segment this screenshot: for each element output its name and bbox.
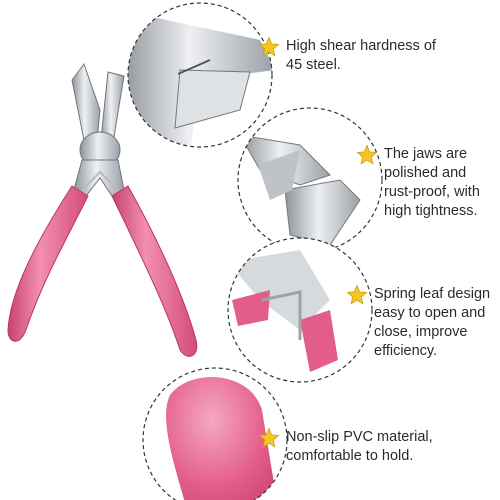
star-icon — [346, 284, 368, 305]
feature-spring-leaf: Spring leaf design easy to open and clos… — [346, 284, 498, 361]
detail-circle-jaws-closeup — [127, 2, 273, 148]
pliers-handle-right — [111, 185, 198, 357]
feature-text: Non-slip PVC material, comfortable to ho… — [286, 429, 433, 464]
feature-shear-hardness: High shear hardness of 45 steel. — [258, 36, 498, 75]
detail-circle-polished-jaws — [237, 107, 383, 253]
star-icon — [356, 144, 378, 165]
pliers-main — [7, 62, 198, 357]
star-icon — [258, 427, 280, 448]
detail-circle-spring-leaf — [227, 237, 373, 383]
pliers-jaw-left — [71, 62, 101, 151]
feature-text: The jaws are polished and rust-proof, wi… — [384, 146, 480, 219]
star-icon — [258, 36, 280, 57]
feature-polished-jaws: The jaws are polished and rust-proof, wi… — [356, 144, 498, 221]
feature-text: Spring leaf design easy to open and clos… — [374, 286, 491, 359]
feature-text: High shear hardness of 45 steel. — [286, 38, 436, 73]
detail-circle-handle-tip — [142, 367, 288, 500]
pliers-neck — [73, 159, 125, 197]
pliers-spring — [83, 170, 117, 189]
pliers-handle-left — [7, 185, 89, 342]
feature-pvc-handle: Non-slip PVC material, comfortable to ho… — [258, 427, 498, 466]
